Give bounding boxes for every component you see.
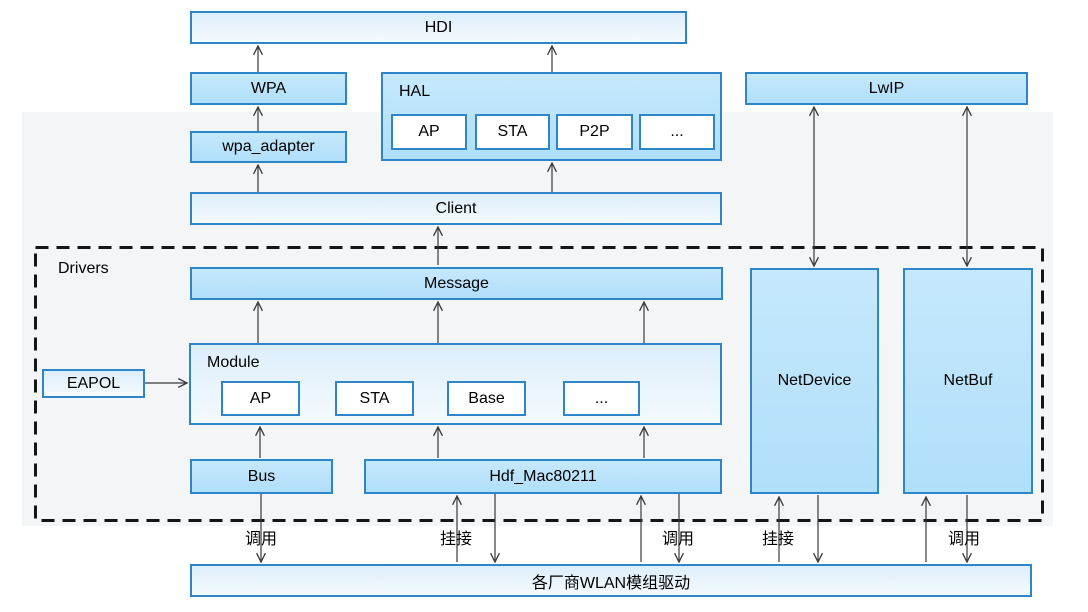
netbuf-box: NetBuf — [903, 268, 1033, 494]
module-base-label: Base — [468, 389, 505, 407]
eapol-box: EAPOL — [42, 369, 145, 398]
hdi-box: HDI — [190, 11, 687, 44]
hal-more-label: ... — [670, 123, 684, 140]
hal-sta-box: STA — [475, 114, 550, 150]
module-sta-label: STA — [359, 389, 390, 407]
wpa-box: WPA — [190, 72, 347, 105]
edge-label-netbuf-call: 调用 — [947, 531, 981, 548]
vendor-driver-label: 各厂商WLAN模组驱动 — [531, 574, 691, 592]
eapol-label: EAPOL — [66, 374, 121, 392]
hdf-mac80211-label: Hdf_Mac80211 — [489, 467, 597, 485]
module-sta-box: STA — [335, 381, 414, 416]
edge-label-hdf-call: 调用 — [661, 531, 695, 548]
module-ap-box: AP — [221, 381, 300, 416]
wpa-adapter-label: wpa_adapter — [222, 138, 315, 155]
framework-background-band — [22, 112, 1053, 526]
hal-more-box: ... — [639, 114, 715, 150]
bus-label: Bus — [247, 467, 276, 485]
message-box: Message — [190, 267, 723, 300]
drivers-group-border — [34, 246, 1044, 522]
wpa-adapter-box: wpa_adapter — [190, 131, 347, 163]
hal-p2p-box: P2P — [556, 114, 633, 150]
hal-ap-box: AP — [391, 114, 467, 150]
bus-box: Bus — [190, 459, 333, 494]
netdevice-box: NetDevice — [750, 268, 879, 494]
module-base-box: Base — [447, 381, 526, 416]
arrows — [145, 46, 967, 562]
netdevice-label: NetDevice — [777, 372, 852, 389]
module-box: Module AP STA Base ... — [189, 343, 722, 425]
edge-label-netdevice-hook: 挂接 — [761, 531, 795, 548]
edge-label-bus-call: 调用 — [244, 531, 278, 548]
hal-label: HAL — [399, 83, 431, 100]
hal-ap-label: AP — [418, 123, 440, 140]
lwip-label: LwIP — [868, 79, 905, 97]
message-label: Message — [424, 274, 489, 292]
drivers-group-label: Drivers — [58, 260, 109, 277]
lwip-box: LwIP — [745, 72, 1028, 105]
hdi-label: HDI — [424, 18, 453, 36]
module-label: Module — [207, 354, 260, 371]
vendor-driver-box: 各厂商WLAN模组驱动 — [190, 564, 1032, 597]
client-box: Client — [190, 192, 722, 225]
module-ap-label: AP — [249, 389, 272, 407]
client-label: Client — [435, 199, 477, 217]
module-more-box: ... — [563, 381, 640, 416]
hal-box: HAL AP STA P2P ... — [381, 72, 722, 161]
module-more-label: ... — [594, 389, 609, 407]
edge-label-hdf-hook: 挂接 — [439, 531, 473, 548]
wpa-label: WPA — [250, 79, 287, 97]
netbuf-label: NetBuf — [943, 372, 993, 389]
hal-p2p-label: P2P — [579, 123, 610, 140]
hal-sta-label: STA — [497, 123, 528, 140]
hdf-mac80211-box: Hdf_Mac80211 — [364, 459, 722, 494]
